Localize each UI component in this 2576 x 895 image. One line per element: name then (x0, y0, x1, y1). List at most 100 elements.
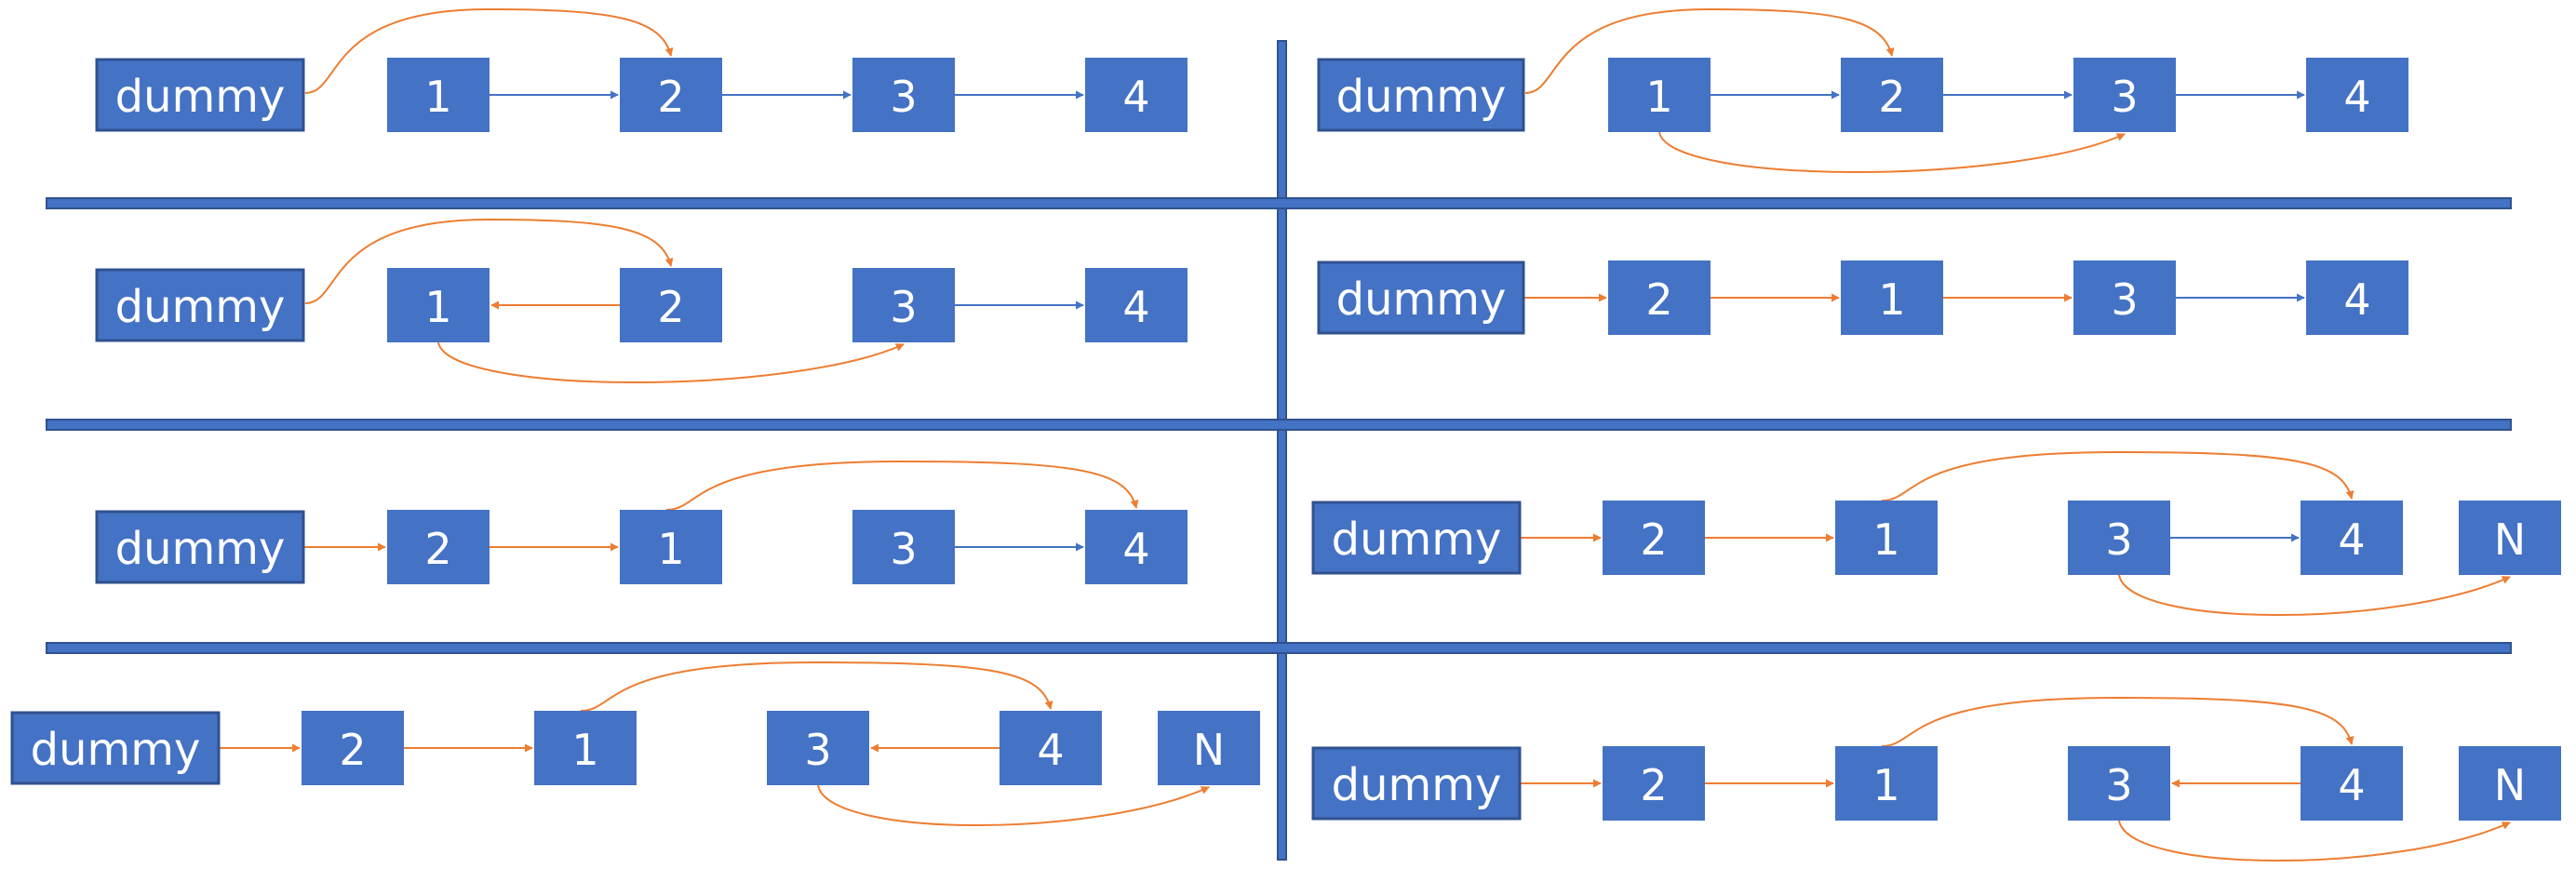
node-label: 1 (571, 725, 598, 775)
panel-4-node-n2: 2 (1608, 260, 1711, 335)
node-box (1835, 746, 1938, 821)
panel-3-node-n4: 4 (1085, 268, 1187, 342)
panel-8-node-n3: 3 (2068, 746, 2170, 821)
node-box (95, 268, 305, 342)
node-box (1158, 711, 1260, 785)
panel-3-node-n3: 3 (852, 268, 955, 342)
panel-8-link-n1-n4 (1881, 696, 2355, 747)
node-box (1085, 268, 1187, 342)
panel-7-node-n1: 1 (534, 711, 637, 785)
panel-1-node-dummy: dummy (95, 58, 305, 132)
panel-3-node-dummy: dummy (95, 268, 305, 342)
node-label: 4 (1037, 725, 1064, 775)
node-box (620, 510, 722, 584)
node-label: 4 (1122, 72, 1149, 122)
node-box (1085, 510, 1187, 584)
nodes-layer: dummy 1 2 3 4 dummy 1 2 3 4 dummy 1 2 3 4 dummy 2 1 3 4 dumm… (10, 58, 2561, 821)
node-label: 3 (890, 72, 917, 122)
panel-2-node-n4: 4 (2306, 58, 2408, 132)
panel-8-node-n2: 2 (1603, 746, 1705, 821)
node-label: N (1193, 725, 1225, 775)
node-box (95, 58, 305, 132)
node-box (852, 58, 955, 132)
node-box (2459, 746, 2561, 821)
node-box (302, 711, 404, 785)
panel-3-link-d-n2 (304, 218, 674, 304)
node-label: 2 (339, 725, 366, 775)
panel-6-node-n1: 1 (1835, 501, 1938, 575)
panel-7-node-n3: 3 (767, 711, 869, 785)
node-box (2459, 501, 2561, 575)
node-label: dummy (115, 523, 286, 575)
node-label: 4 (1122, 282, 1149, 332)
node-box (2306, 58, 2408, 132)
panel-1-link-d-n2 (304, 7, 674, 94)
node-box (2301, 746, 2403, 821)
node-label: 2 (657, 72, 684, 122)
panel-6-link-n1-n4 (1881, 450, 2355, 501)
node-box (1841, 58, 1943, 132)
panel-2-node-n3: 3 (2073, 58, 2176, 132)
panel-4-node-n3: 3 (2073, 260, 2176, 335)
node-box (2068, 501, 2170, 575)
node-box (1085, 58, 1187, 132)
node-box (534, 711, 637, 785)
node-label: 2 (1640, 760, 1667, 810)
panel-1-node-n1: 1 (387, 58, 490, 132)
divider-horizontal-3 (46, 642, 2512, 654)
panel-3-node-n2: 2 (620, 268, 722, 342)
node-box (1835, 501, 1938, 575)
node-box (1841, 260, 1943, 335)
node-box (2073, 260, 2176, 335)
node-box (2068, 746, 2170, 821)
panel-dividers (46, 40, 2512, 861)
panel-1-node-n3: 3 (852, 58, 955, 132)
panel-5-link-n1-n4 (665, 460, 1139, 511)
node-box (95, 510, 305, 584)
node-box (1608, 58, 1711, 132)
panel-7-node-nn: N (1158, 711, 1260, 785)
panel-5-node-n4: 4 (1085, 510, 1187, 584)
node-box (387, 268, 490, 342)
node-label: 1 (1872, 760, 1899, 810)
panel-7-node-n2: 2 (302, 711, 404, 785)
node-box (1317, 260, 1525, 335)
panel-7-link-n3-nn (817, 784, 1210, 826)
node-label: 1 (1878, 274, 1905, 325)
links-layer (219, 7, 2511, 862)
node-box (1000, 711, 1102, 785)
node-label: 2 (1640, 514, 1667, 565)
panel-5-node-n3: 3 (852, 510, 955, 584)
node-label: N (2494, 760, 2526, 810)
node-label: dummy (1336, 274, 1507, 326)
panel-6-node-dummy: dummy (1311, 501, 1522, 575)
node-label: 4 (2338, 760, 2365, 810)
panel-2-link-d-n2 (1524, 7, 1895, 94)
panel-6-node-nn: N (2459, 501, 2561, 575)
node-label: 3 (2105, 514, 2132, 565)
panel-6-node-n2: 2 (1603, 501, 1705, 575)
panel-6-node-n4: 4 (2301, 501, 2403, 575)
node-label: dummy (115, 281, 286, 333)
panel-1-node-n2: 2 (620, 58, 722, 132)
node-box (2301, 501, 2403, 575)
node-label: dummy (1332, 759, 1502, 811)
node-label: 2 (1878, 72, 1905, 122)
node-box (1311, 746, 1522, 821)
node-label: N (2494, 514, 2526, 565)
node-label: 3 (2111, 274, 2138, 325)
panel-8-node-dummy: dummy (1311, 746, 1522, 821)
node-label: 3 (2105, 760, 2132, 810)
node-box (2073, 58, 2176, 132)
panel-8-link-n3-nn (2118, 820, 2511, 862)
node-box (10, 711, 221, 785)
node-box (1317, 58, 1525, 132)
node-box (1603, 501, 1705, 575)
panel-5-node-dummy: dummy (95, 510, 305, 584)
panel-5-node-n1: 1 (620, 510, 722, 584)
panel-1-node-n4: 4 (1085, 58, 1187, 132)
node-label: 3 (2111, 72, 2138, 122)
node-box (1603, 746, 1705, 821)
node-label: 4 (2338, 514, 2365, 565)
